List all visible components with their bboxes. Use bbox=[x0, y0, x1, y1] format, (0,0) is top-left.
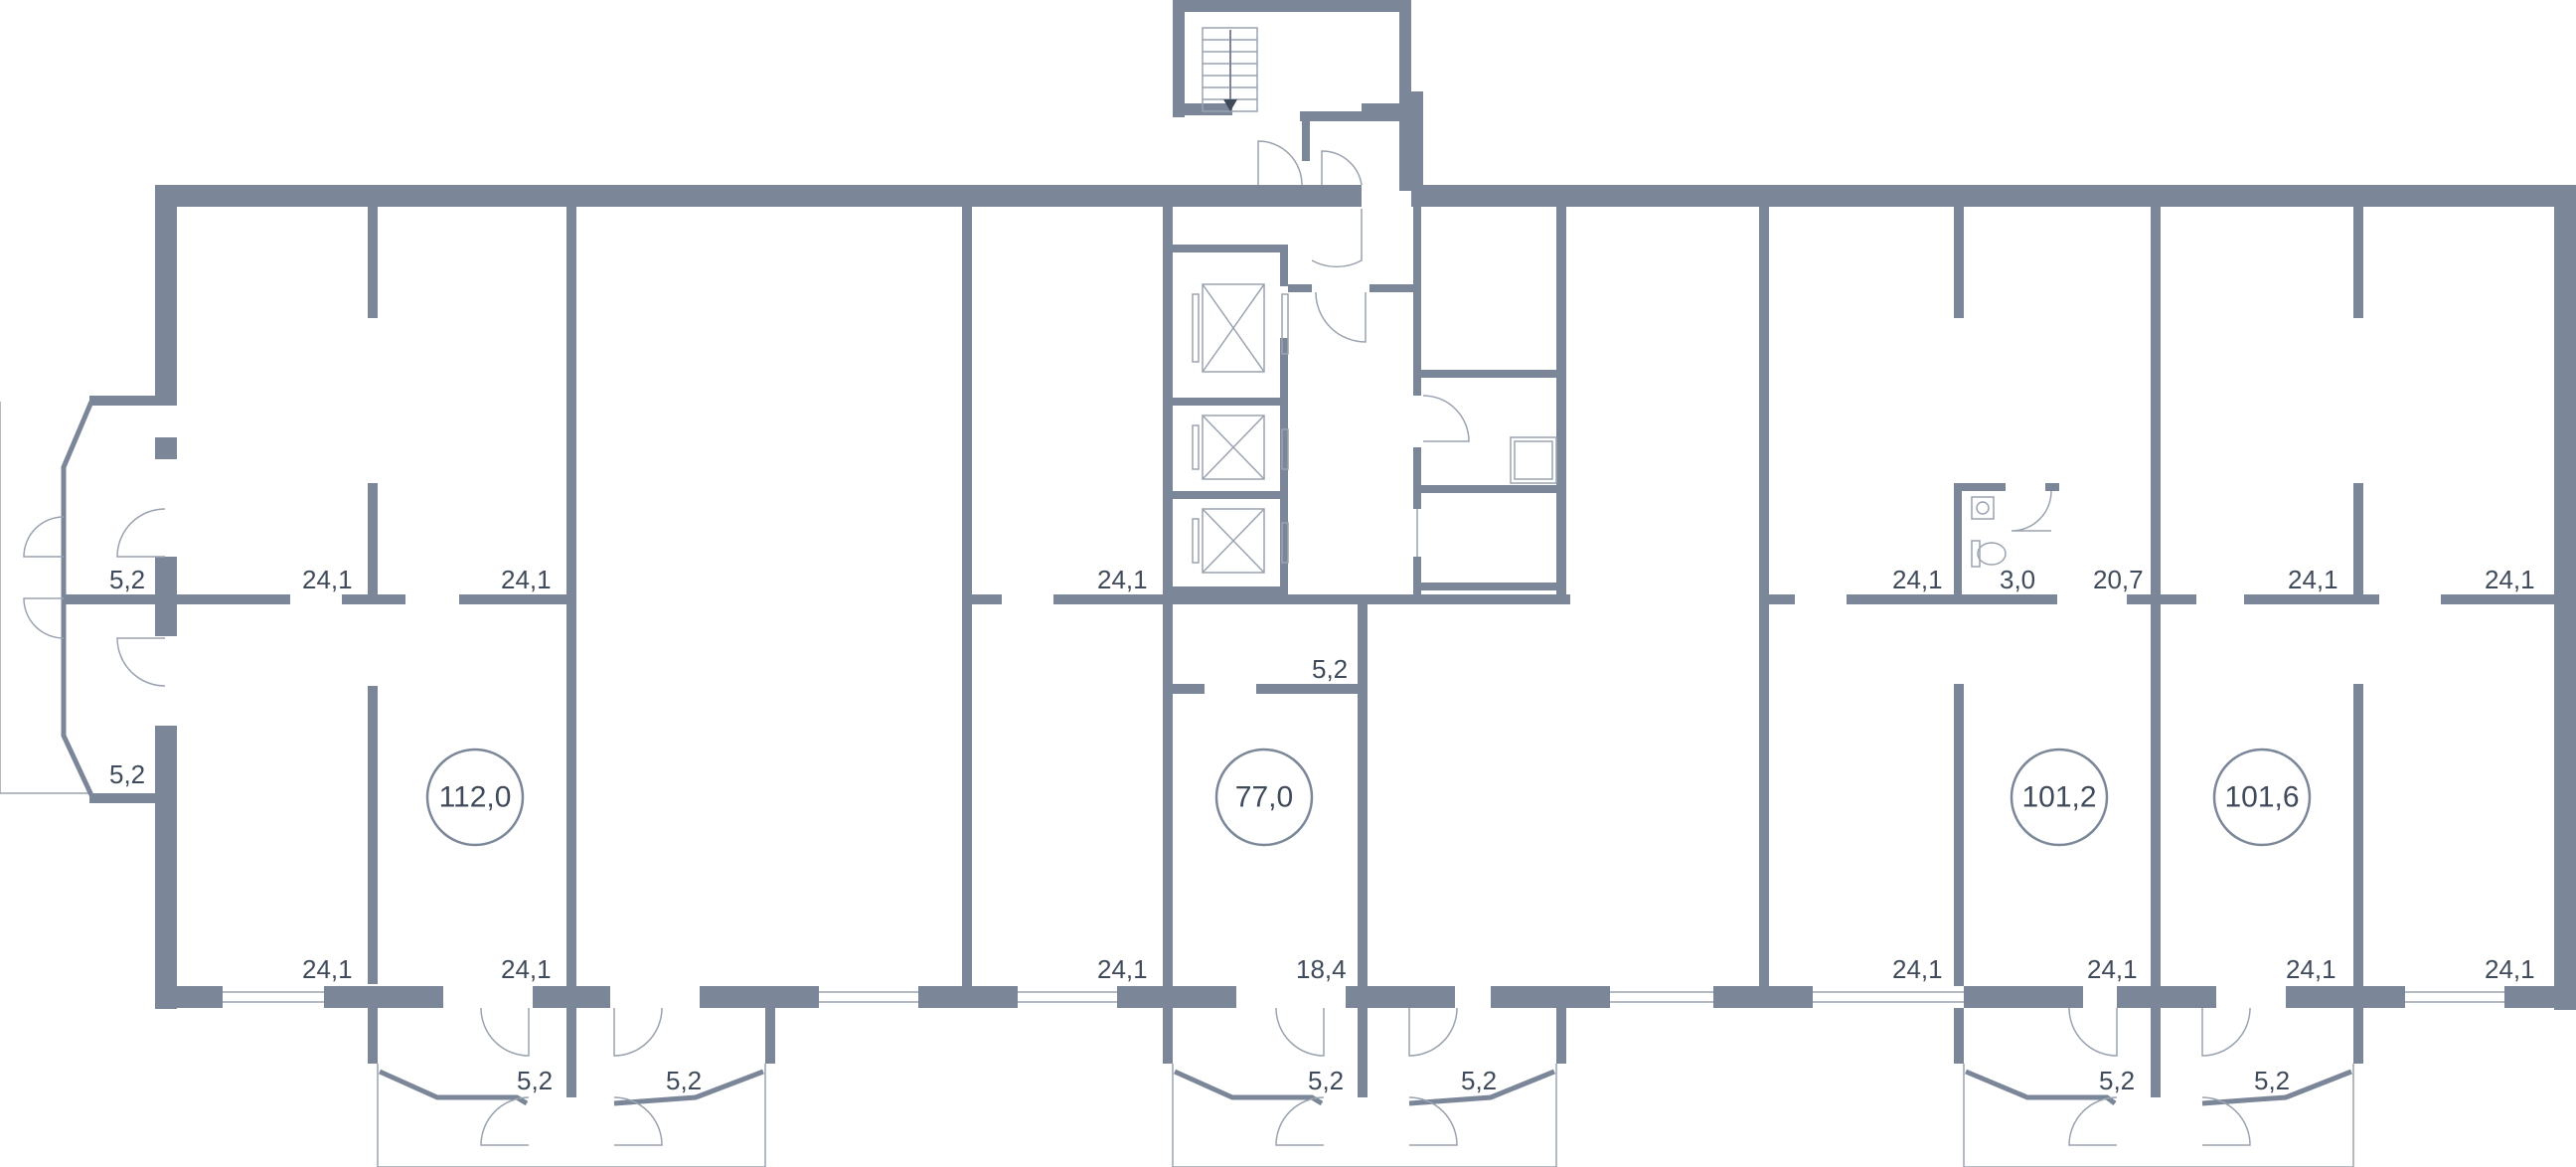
room-area-label: 24,1 bbox=[2485, 565, 2535, 594]
toilet-icon bbox=[1971, 540, 2007, 568]
interior-walls bbox=[177, 207, 2554, 986]
unit-area-label: 101,2 bbox=[2021, 781, 2096, 814]
balcony-area-label: 5,2 bbox=[666, 1066, 702, 1095]
balcony-area-label: 5,2 bbox=[2254, 1066, 2290, 1095]
room-area-label: 5,2 bbox=[1312, 654, 1348, 684]
stair-tower bbox=[1173, 0, 1423, 191]
room-area-label: 24,1 bbox=[1097, 954, 1148, 984]
service-core bbox=[1173, 207, 1560, 596]
sink-icon bbox=[1971, 496, 1995, 520]
room-area-label: 24,1 bbox=[1892, 565, 1943, 594]
elevator-icon bbox=[1192, 415, 1289, 480]
room-area-label: 24,1 bbox=[1892, 954, 1943, 984]
room-area-label: 24,1 bbox=[2087, 954, 2138, 984]
room-area-labels: 5,2 24,1 24,1 24,1 24,1 3,0 20,7 24,1 24… bbox=[109, 565, 2535, 1095]
room-area-label: 24,1 bbox=[2286, 954, 2336, 984]
balcony-area-label: 5,2 bbox=[1461, 1066, 1497, 1095]
room-area-label: 24,1 bbox=[302, 954, 353, 984]
room-area-label: 5,2 bbox=[109, 565, 145, 594]
unit-area-label: 112,0 bbox=[439, 781, 512, 814]
room-area-label: 5,2 bbox=[109, 759, 145, 789]
room-area-label: 24,1 bbox=[501, 565, 552, 594]
room-area-label: 24,1 bbox=[2288, 565, 2338, 594]
bottom-balconies bbox=[368, 1008, 2363, 1167]
shower-tray-icon bbox=[1510, 436, 1557, 484]
room-area-label: 3,0 bbox=[2000, 565, 2035, 594]
room-area-label: 20,7 bbox=[2093, 565, 2144, 594]
unit-area-label: 77,0 bbox=[1235, 781, 1293, 814]
room-area-label: 24,1 bbox=[1097, 565, 1148, 594]
elevator-icon bbox=[1192, 283, 1289, 373]
balcony-area-label: 5,2 bbox=[1308, 1066, 1344, 1095]
room-area-label: 24,1 bbox=[501, 954, 552, 984]
balcony-area-label: 5,2 bbox=[2099, 1066, 2135, 1095]
wc-block bbox=[1954, 483, 2059, 594]
left-balcony bbox=[0, 396, 177, 803]
room-area-label: 24,1 bbox=[302, 565, 353, 594]
elevator-icon bbox=[1192, 508, 1289, 574]
room-area-label: 24,1 bbox=[2485, 954, 2535, 984]
stair-arrow-icon bbox=[1223, 99, 1237, 111]
balcony-area-label: 5,2 bbox=[517, 1066, 553, 1095]
unit-area-badges: 112,0 77,0 101,2 101,6 bbox=[425, 748, 2312, 847]
stair-flight bbox=[1202, 27, 1258, 112]
room-area-label: 18,4 bbox=[1296, 954, 1347, 984]
entry-doors bbox=[480, 1007, 2251, 1057]
unit-area-label: 101,6 bbox=[2224, 781, 2299, 814]
